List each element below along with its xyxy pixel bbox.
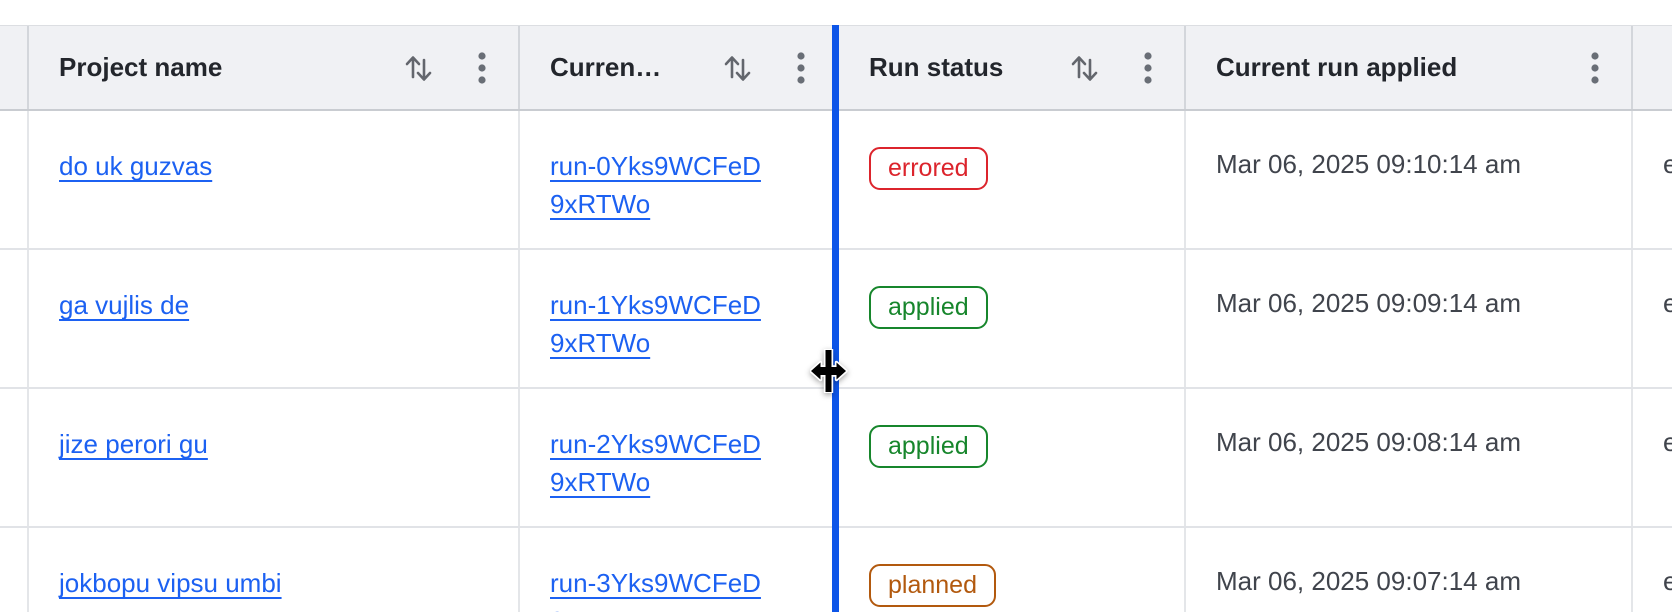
current-run-applied-cell: Mar 06, 2025 09:09:14 am [1186, 250, 1633, 387]
sort-button[interactable] [719, 50, 755, 86]
next-column-cell: e [1633, 528, 1672, 612]
column-label: Curren… [550, 52, 662, 82]
sort-arrows-icon [405, 55, 432, 81]
run-link[interactable]: run-2Yks9WCFeD9xRTWo [550, 429, 761, 497]
truncated-cell-text: e [1663, 566, 1672, 596]
run-status-cell: applied [839, 389, 1186, 526]
applied-timestamp: Mar 06, 2025 09:10:14 am [1216, 149, 1521, 179]
sort-button[interactable] [400, 50, 436, 86]
col-resize-cursor-icon [810, 349, 848, 393]
current-run-applied-cell: Mar 06, 2025 09:07:14 am [1186, 528, 1633, 612]
next-column-cell: e [1633, 111, 1672, 248]
project-name-cell: ga vujlis de [29, 250, 520, 387]
column-label: Run status [869, 52, 1004, 82]
header-cell-current-run: Curren… [520, 26, 839, 109]
sort-button[interactable] [1066, 50, 1102, 86]
project-name-cell: do uk guzvas [29, 111, 520, 248]
column-options-button[interactable] [476, 50, 488, 86]
next-column-cell: e [1633, 389, 1672, 526]
kebab-icon [797, 51, 805, 84]
column-options-button[interactable] [795, 50, 807, 86]
run-status-badge: planned [869, 564, 996, 607]
run-status-badge: applied [869, 425, 988, 468]
leading-cell [0, 389, 29, 526]
next-column-cell: e [1633, 250, 1672, 387]
kebab-icon [1591, 51, 1599, 84]
applied-timestamp: Mar 06, 2025 09:08:14 am [1216, 427, 1521, 457]
leading-cell [0, 111, 29, 248]
run-status-badge: applied [869, 286, 988, 329]
project-link[interactable]: ga vujlis de [59, 290, 190, 320]
column-label: Current run applied [1216, 52, 1458, 82]
project-name-cell: jize perori gu [29, 389, 520, 526]
project-link[interactable]: do uk guzvas [59, 151, 213, 181]
run-link[interactable]: run-3Yks9WCFeD9xRTWo [550, 568, 761, 612]
kebab-icon [1144, 51, 1152, 84]
applied-timestamp: Mar 06, 2025 09:09:14 am [1216, 288, 1521, 318]
column-label: Project name [59, 52, 223, 82]
header-cell-next-partial: V [1633, 26, 1672, 109]
kebab-icon [478, 51, 486, 84]
current-run-cell: run-3Yks9WCFeD9xRTWo [520, 528, 839, 612]
applied-timestamp: Mar 06, 2025 09:07:14 am [1216, 566, 1521, 596]
column-options-button[interactable] [1589, 50, 1601, 86]
current-run-cell: run-1Yks9WCFeD9xRTWo [520, 250, 839, 387]
sort-arrows-icon [1071, 55, 1098, 81]
project-link[interactable]: jize perori gu [59, 429, 208, 459]
header-cell-run-status: Run status [839, 26, 1186, 109]
current-run-cell: run-0Yks9WCFeD9xRTWo [520, 111, 839, 248]
column-options-button[interactable] [1142, 50, 1154, 86]
project-link[interactable]: jokbopu vipsu umbi [59, 568, 282, 598]
current-run-cell: run-2Yks9WCFeD9xRTWo [520, 389, 839, 526]
truncated-cell-text: e [1663, 288, 1672, 318]
leading-cell [0, 250, 29, 387]
run-status-badge: errored [869, 147, 988, 190]
project-name-cell: jokbopu vipsu umbi [29, 528, 520, 612]
run-link[interactable]: run-0Yks9WCFeD9xRTWo [550, 151, 761, 219]
header-cell-project-name: Project name [29, 26, 520, 109]
run-status-cell: applied [839, 250, 1186, 387]
header-cell-current-run-applied: Current run applied [1186, 26, 1633, 109]
truncated-cell-text: e [1663, 149, 1672, 179]
column-resize-indicator[interactable] [832, 25, 839, 612]
run-status-cell: errored [839, 111, 1186, 248]
leading-cell [0, 528, 29, 612]
run-status-cell: planned [839, 528, 1186, 612]
sort-arrows-icon [724, 55, 751, 81]
truncated-cell-text: e [1663, 427, 1672, 457]
header-cell-leading [0, 26, 29, 109]
current-run-applied-cell: Mar 06, 2025 09:08:14 am [1186, 389, 1633, 526]
run-link[interactable]: run-1Yks9WCFeD9xRTWo [550, 290, 761, 358]
current-run-applied-cell: Mar 06, 2025 09:10:14 am [1186, 111, 1633, 248]
